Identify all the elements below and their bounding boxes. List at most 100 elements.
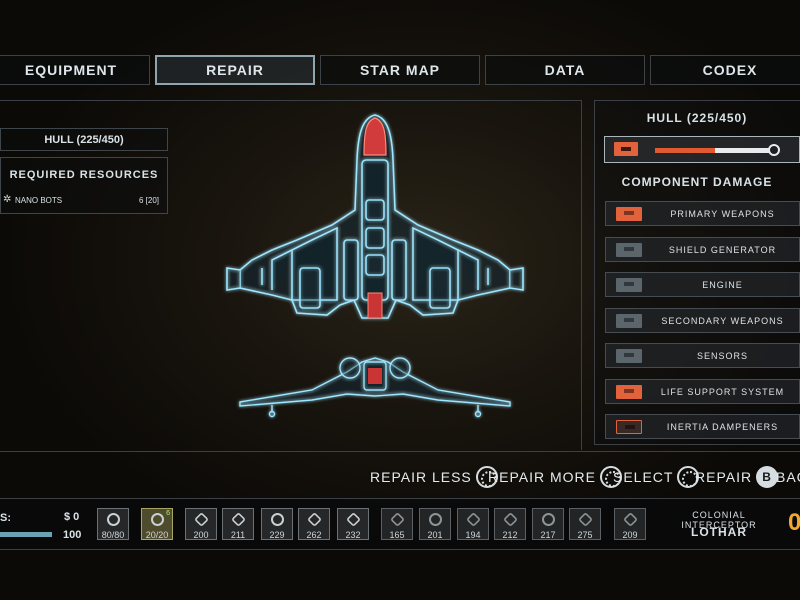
component-life-support-system[interactable]: LIFE SUPPORT SYSTEM	[605, 379, 800, 404]
module-icon	[346, 512, 361, 527]
component-label: SENSORS	[696, 350, 748, 361]
inventory-slot[interactable]: 194	[457, 508, 489, 540]
slot-value: 194	[465, 530, 481, 540]
component-label: SECONDARY WEAPONS	[661, 315, 784, 326]
repair-prompt[interactable]: REPAIR B	[695, 464, 779, 490]
hull-fill	[655, 148, 715, 153]
hull-icon	[614, 142, 638, 156]
component-secondary-weapons[interactable]: SECONDARY WEAPONS	[605, 308, 800, 333]
tab-repair[interactable]: REPAIR	[155, 55, 315, 85]
inventory-slot[interactable]: 209	[614, 508, 646, 540]
inventory-slot[interactable]: 201	[419, 508, 451, 540]
slot-value: 262	[306, 530, 322, 540]
component-inertia-dampeners[interactable]: INERTIA DAMPENERS	[605, 414, 800, 439]
inventory-slot[interactable]: 212	[494, 508, 526, 540]
dpad-icon	[599, 466, 622, 488]
hull-status-left: HULL (225/450)	[0, 128, 168, 151]
frame-top-line	[0, 100, 582, 101]
back-prompt[interactable]: BAC	[776, 464, 800, 490]
tab-codex[interactable]: CODEX	[650, 55, 800, 85]
hull-repair-slider[interactable]	[604, 136, 800, 163]
gear-icon	[151, 513, 164, 526]
component-shield-generator[interactable]: SHIELD GENERATOR	[605, 237, 800, 262]
nose-damage-highlight	[363, 117, 387, 156]
inventory-slot[interactable]: 229	[261, 508, 293, 540]
inventory-slot[interactable]: 80/80	[97, 508, 129, 540]
module-icon	[307, 512, 322, 527]
slot-value: 275	[577, 530, 593, 540]
dpad-icon	[475, 466, 498, 488]
slot-value: 201	[427, 530, 443, 540]
tab-data[interactable]: DATA	[485, 55, 645, 85]
frame-center-right-line	[581, 100, 582, 450]
module-icon	[542, 513, 555, 526]
inventory-slot[interactable]: 211	[222, 508, 254, 540]
money-value: $ 0	[64, 511, 80, 523]
side-damage-highlight	[368, 368, 382, 384]
slot-value: 20/20	[145, 530, 169, 540]
tab-bar: EQUIPMENT REPAIR STAR MAP DATA CODEX	[0, 55, 800, 85]
life-support-icon	[616, 385, 642, 399]
slot-value: 165	[389, 530, 405, 540]
module-icon	[578, 512, 593, 527]
slot-value: 209	[622, 530, 638, 540]
engine-damage-highlight	[367, 292, 383, 319]
circle-icon	[107, 513, 120, 526]
select-prompt[interactable]: SELECT	[613, 464, 700, 490]
module-icon	[503, 512, 518, 527]
ship-top-view	[226, 114, 524, 319]
ship-class: COLONIAL INTERCEPTOR	[681, 510, 757, 530]
nanobot-icon: ✲	[3, 194, 12, 205]
slot-value: 80/80	[101, 530, 125, 540]
select-label: SELECT	[613, 469, 674, 485]
stat-value: 100	[63, 529, 82, 541]
repair-label: REPAIR	[695, 469, 753, 485]
module-icon	[466, 512, 481, 527]
inventory-slot[interactable]: 275	[569, 508, 601, 540]
resources-title: REQUIRED RESOURCES	[9, 169, 159, 181]
primary-weapons-icon	[616, 207, 642, 221]
hull-slider-knob[interactable]	[768, 144, 780, 156]
component-label: ENGINE	[702, 279, 743, 290]
component-label: INERTIA DAMPENERS	[666, 421, 779, 432]
inventory-slot[interactable]: 232	[337, 508, 369, 540]
slot-value: 211	[230, 530, 246, 540]
tab-star-map[interactable]: STAR MAP	[320, 55, 480, 85]
repair-less-prompt[interactable]: REPAIR LESS	[370, 464, 498, 490]
sensors-icon	[616, 349, 642, 363]
inventory-slot[interactable]: 217	[532, 508, 564, 540]
repair-more-prompt[interactable]: REPAIR MORE	[488, 464, 622, 490]
slot-value: 232	[345, 530, 361, 540]
inertia-dampeners-icon	[616, 420, 642, 434]
slot-value: 217	[540, 530, 556, 540]
resource-count: 6 [20]	[138, 196, 159, 205]
inventory-slot-selected[interactable]: 6 20/20	[141, 508, 173, 540]
module-icon	[623, 512, 638, 527]
secondary-weapons-icon	[616, 314, 642, 328]
trailing-value: 0	[788, 509, 800, 536]
b-button-icon: B	[756, 466, 779, 488]
component-label: PRIMARY WEAPONS	[670, 208, 775, 219]
component-sensors[interactable]: SENSORS	[605, 343, 800, 368]
engine-icon	[616, 278, 642, 292]
hull-track	[655, 148, 775, 153]
stat-bar	[0, 532, 52, 537]
frame-bottom-line	[0, 451, 800, 452]
module-icon	[194, 512, 209, 527]
module-icon	[271, 513, 284, 526]
repair-more-label: REPAIR MORE	[488, 469, 596, 485]
inventory-slot[interactable]: 165	[381, 508, 413, 540]
inventory-slot[interactable]: 200	[185, 508, 217, 540]
inventory-slot[interactable]: 262	[298, 508, 330, 540]
resource-name: NANO BOTS	[15, 196, 63, 205]
action-prompts: REPAIR LESS REPAIR MORE SELECT REPAIR B …	[0, 464, 800, 490]
dpad-icon	[677, 466, 700, 488]
slot-value: 200	[193, 530, 209, 540]
component-engine[interactable]: ENGINE	[605, 272, 800, 297]
tab-equipment[interactable]: EQUIPMENT	[0, 55, 150, 85]
slot-value: 229	[269, 530, 285, 540]
component-label: SHIELD GENERATOR	[668, 244, 777, 255]
back-label: BAC	[776, 469, 800, 485]
component-primary-weapons[interactable]: PRIMARY WEAPONS	[605, 201, 800, 226]
ship-blueprint	[172, 100, 582, 450]
